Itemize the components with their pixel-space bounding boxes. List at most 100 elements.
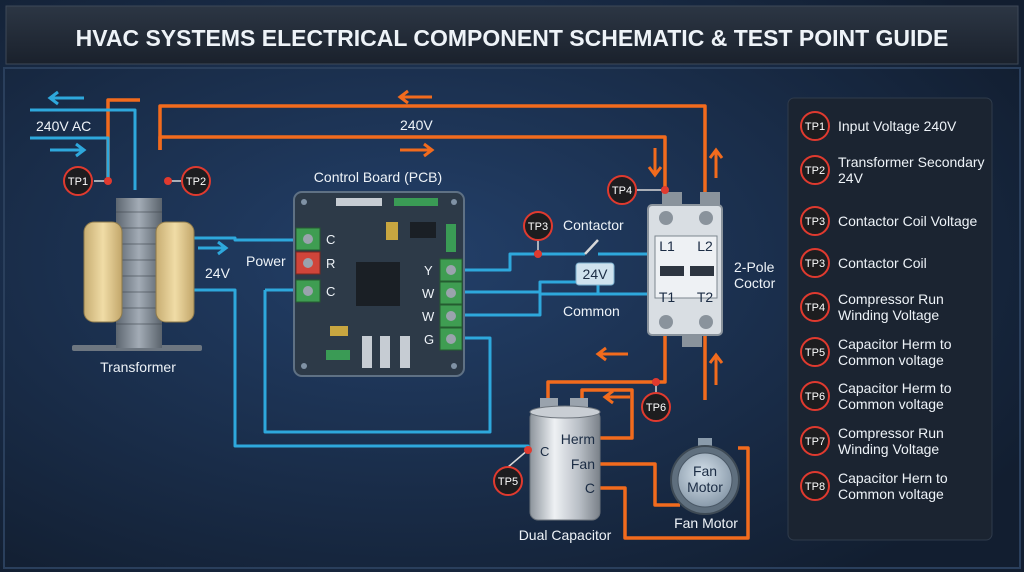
wire-power-c — [192, 236, 296, 242]
wire-cap-c — [600, 446, 750, 540]
legend-tp-marker — [800, 426, 830, 456]
wire-g-loop — [263, 290, 492, 434]
legend-description: Common voltage — [838, 486, 944, 502]
legend-description: Contactor Coil Voltage — [838, 213, 978, 229]
fan-motor: Fan Motor Fan Motor — [670, 438, 740, 531]
wire-fan — [600, 462, 680, 507]
label-power: Power — [246, 253, 286, 269]
terminal-left-c1: C — [326, 232, 335, 247]
legend-item: TP3 Contactor Coil Voltage — [800, 206, 978, 236]
coil-voltage-box — [575, 262, 615, 286]
wire-w1 — [462, 280, 598, 294]
legend-tp-label: TP3 — [805, 258, 825, 270]
dual-capacitor: Herm Fan C C Dual Capacitor — [519, 398, 612, 543]
wire-240v-top-l2 — [158, 104, 707, 205]
label-coil-24v: 24V — [583, 266, 609, 282]
terminal-right-y: Y — [424, 263, 433, 278]
legend-tp-marker — [800, 248, 830, 278]
wire-240v-l1 — [158, 135, 667, 205]
wire-input-2 — [30, 136, 110, 178]
legend-description: Compressor Run — [838, 425, 944, 441]
transformer-core — [116, 198, 162, 348]
tp5-label: TP5 — [498, 476, 518, 488]
tp4-label: TP4 — [612, 185, 632, 197]
legend-tp-marker — [800, 155, 830, 185]
legend-description: Transformer Secondary — [838, 154, 985, 170]
contactor-l1: L1 — [659, 238, 675, 254]
legend-tp-label: TP3 — [805, 216, 825, 228]
wire-y-coil — [462, 252, 585, 272]
legend-description: Capacitor Hern to — [838, 470, 948, 486]
contactor-label-line1: 2-Pole — [734, 259, 775, 275]
frame — [3, 67, 1021, 569]
capacitor-herm: Herm — [561, 431, 595, 447]
legend-tp-label: TP6 — [805, 391, 825, 403]
transformer-primary-coil — [83, 221, 123, 323]
tp5-marker — [493, 466, 523, 496]
legend-tp-marker — [800, 111, 830, 141]
tp6-marker — [641, 392, 671, 422]
title-bar — [5, 5, 1019, 65]
tp1-marker — [63, 166, 93, 196]
label-contactor: Contactor — [563, 217, 624, 233]
legend-tp-marker — [800, 206, 830, 236]
legend-description: Compressor Run — [838, 291, 944, 307]
wire-t1-cap — [546, 335, 667, 400]
capacitor-left-c: C — [540, 444, 549, 459]
tp6-label: TP6 — [646, 402, 666, 414]
legend-description: 24V — [838, 170, 864, 186]
legend-tp-label: TP4 — [805, 302, 825, 314]
legend-description: Common voltage — [838, 352, 944, 368]
legend-tp-label: TP5 — [805, 347, 825, 359]
terminal-left-c2: C — [326, 284, 335, 299]
label-common: Common — [563, 303, 620, 319]
transformer: Transformer — [72, 198, 202, 375]
legend-tp-marker — [800, 337, 830, 367]
terminal-left-r: R — [326, 256, 335, 271]
legend-panel — [787, 97, 993, 541]
legend-tp-marker — [800, 471, 830, 501]
label-240v-ac: 240V AC — [36, 118, 91, 134]
legend-item: TP3 Contactor Coil — [800, 248, 927, 278]
tp2-label: TP2 — [186, 176, 206, 188]
tp3-label: TP3 — [528, 221, 548, 233]
legend-tp-marker — [800, 381, 830, 411]
legend-description: Contactor Coil — [838, 255, 927, 271]
wire-24v-return — [192, 288, 296, 448]
control-board-label: Control Board (PCB) — [314, 169, 442, 185]
fan-motor-body-line2: Motor — [687, 479, 723, 495]
capacitor-c: C — [585, 480, 595, 496]
tp2-marker — [181, 166, 211, 196]
pcb-chip — [356, 262, 400, 306]
tp3-marker — [523, 211, 553, 241]
legend-description: Winding Voltage — [838, 307, 939, 323]
wire-common — [462, 292, 648, 317]
legend-tp-marker — [800, 292, 830, 322]
flow-arrows — [47, 89, 724, 405]
wires-240v — [106, 98, 750, 540]
legend-description: Common voltage — [838, 396, 944, 412]
contactor-switch-icon — [584, 239, 599, 255]
terminal-right-g: G — [424, 332, 434, 347]
legend-description: Capacitor Herm to — [838, 380, 952, 396]
transformer-label: Transformer — [100, 359, 176, 375]
legend-tp-label: TP1 — [805, 121, 825, 133]
terminal-right-w2: W — [422, 309, 435, 324]
transformer-secondary-coil — [155, 221, 195, 323]
tp4-marker — [607, 175, 637, 205]
fan-motor-body-line1: Fan — [693, 463, 717, 479]
label-240v-top: 240V — [400, 117, 433, 133]
legend-tp-label: TP8 — [805, 481, 825, 493]
test-points: TP1 TP2 TP3 TP4 TP5 TP6 — [63, 166, 671, 496]
contactor-t2: T2 — [697, 289, 714, 305]
capacitor-label: Dual Capacitor — [519, 527, 612, 543]
